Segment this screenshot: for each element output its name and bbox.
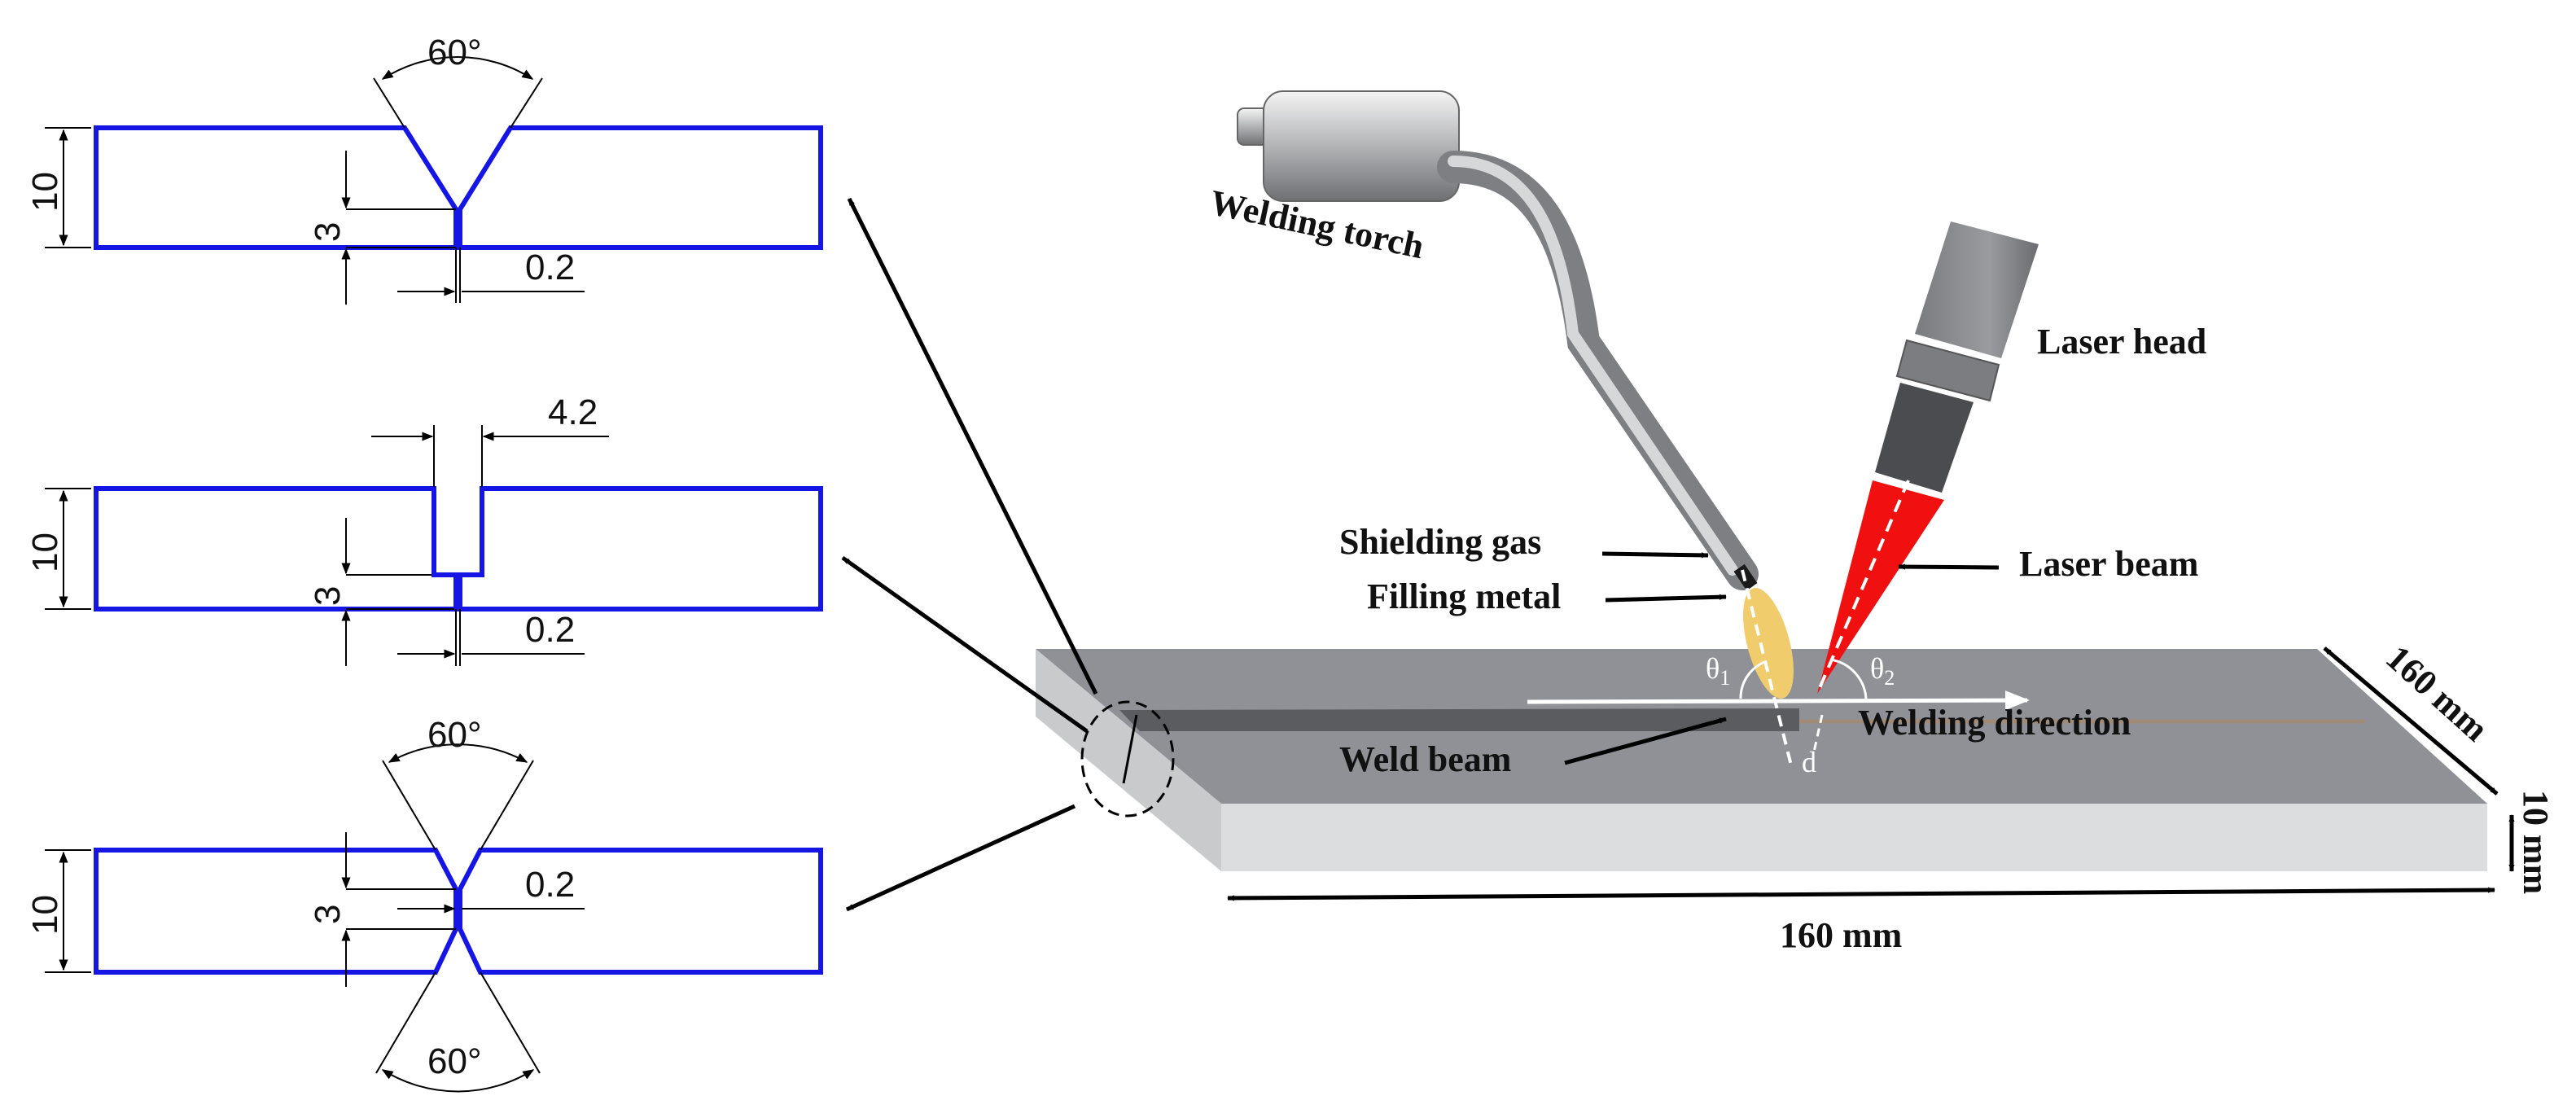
laser-beam-label: Laser beam: [2019, 544, 2198, 584]
root-gap-label: 0.2: [525, 865, 575, 905]
filler-plume: [1743, 588, 1794, 699]
bottom-angle-label: 60°: [427, 1041, 482, 1081]
section-single-v-groove: 60° 10 3 0.2: [25, 33, 823, 305]
top-angle-dimension: [382, 743, 534, 851]
angle-dimension: [373, 55, 543, 129]
thickness-dimension: [45, 488, 91, 610]
bottom-angle-dimension: [375, 971, 541, 1093]
plate-thickness-label: 10 mm: [2516, 790, 2556, 894]
torch-neck-highlight: [1448, 156, 1738, 576]
section-outline: [94, 486, 823, 611]
torch-handle: [1263, 90, 1460, 202]
root-face-label: 3: [308, 905, 348, 924]
section-u-groove: 4.2 10 3 0.2: [25, 392, 823, 666]
root-gap-label: 0.2: [525, 610, 575, 650]
thickness-label: 10: [25, 172, 65, 212]
weld-beam-label: Weld beam: [1339, 739, 1511, 779]
groove-mark: [1122, 714, 1138, 784]
plate-length-label: 160 mm: [1780, 915, 1902, 955]
root-face-dimension: [341, 518, 454, 666]
section-double-v-groove: 60° 60° 10 3 0.2: [25, 715, 823, 1093]
callout-arrows: [841, 197, 1098, 912]
root-gap-label: 0.2: [525, 248, 575, 287]
theta2-label: θ2: [1870, 652, 1895, 690]
laser-head-collar: [1895, 339, 2000, 402]
root-face-dimension: [341, 151, 456, 305]
shielding-gas-label: Shielding gas: [1339, 522, 1541, 562]
plate-side-front: [1221, 804, 2487, 871]
detail-circle: [1080, 700, 1175, 818]
root-face-dimension: [341, 832, 456, 987]
top-angle-label: 60°: [427, 715, 482, 755]
root-gap-dimension: [397, 609, 585, 666]
welding-torch: [1237, 90, 1759, 591]
filling-metal-label: Filling metal: [1367, 576, 1561, 616]
laser-head-nozzle: [1875, 383, 1974, 493]
plate-dimensions: [1227, 647, 2515, 901]
workpiece-plate: [1036, 649, 2487, 871]
groove-width-dimension: [371, 425, 609, 487]
laser-head-label: Laser head: [2037, 322, 2206, 362]
weld-bead-track: [1119, 708, 1799, 731]
section-outline: [94, 125, 823, 250]
root-face-label: 3: [308, 586, 348, 606]
theta1-label: θ1: [1706, 652, 1730, 690]
laser-head-body: [1915, 221, 2039, 358]
laser-beam-cone: [1817, 480, 1944, 694]
section-outline: [94, 848, 823, 975]
label-leaders: [1564, 551, 2000, 765]
groove-angle-label: 60°: [427, 33, 482, 72]
laser-axis: [1816, 480, 1910, 695]
d-label: d: [1802, 746, 1816, 778]
welding-direction-label: Welding direction: [1858, 703, 2131, 743]
thickness-dimension: [45, 849, 91, 973]
thickness-dimension: [45, 127, 91, 248]
filler-axis: [1741, 569, 1793, 766]
welding-direction-arrow: [1527, 690, 2030, 711]
root-face-label: 3: [308, 222, 348, 242]
groove-width-label: 4.2: [548, 392, 598, 432]
root-gap-dimension: [397, 248, 585, 303]
filler-d-line: [1812, 714, 1824, 756]
laser-head: [1816, 221, 2039, 695]
angle-marks: [1739, 658, 1868, 699]
thickness-label: 10: [25, 895, 65, 935]
thickness-label: 10: [25, 533, 65, 572]
